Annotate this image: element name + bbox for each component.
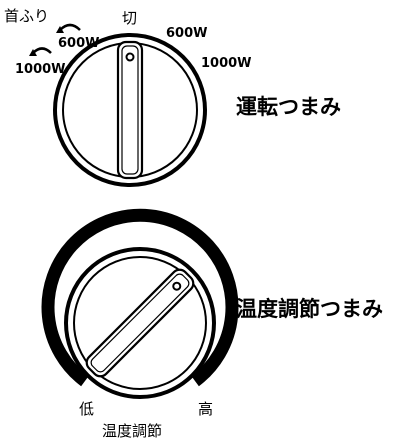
operation-knob-grip-inner [121,45,139,175]
right-600w-label: 600W [166,26,207,41]
swing-arrow-icon-600 [59,23,81,31]
operation-knob-indicator-dot [125,52,135,62]
right-1000w-label: 1000W [201,56,252,71]
operation-knob: 首ふり 600W 1000W 切 600W 1000W 運転つまみ [4,7,341,187]
high-label: 高 [198,400,213,418]
swing-label: 首ふり [4,7,49,25]
left-1000w-label: 1000W [15,62,66,77]
temperature-knob-caption: 温度調節つまみ [236,297,383,321]
off-label: 切 [122,9,137,27]
operation-knob-grip [116,40,144,180]
swing-arrow-icon-1000 [32,47,52,54]
temperature-knob-indicator-dot [172,281,182,291]
low-label: 低 [79,400,94,418]
swing-arrowhead-icon-600 [56,26,64,33]
operation-knob-caption: 運転つまみ [236,95,341,119]
temperature-knob: 温度調節つまみ 低 高 温度調節 [41,208,383,440]
temperature-knob-grip [85,268,195,378]
left-600w-label: 600W [58,36,99,51]
swing-arrowhead-icon-1000 [29,49,37,56]
temperature-scale-label: 温度調節 [102,422,162,440]
temperature-scale-arc [41,208,239,387]
